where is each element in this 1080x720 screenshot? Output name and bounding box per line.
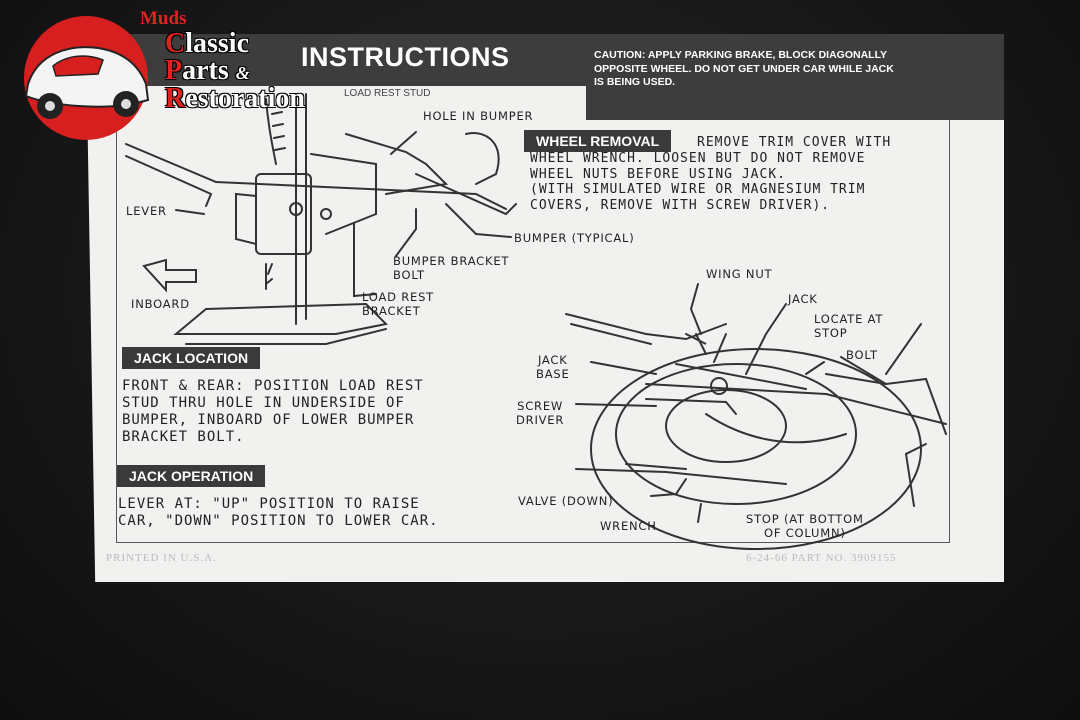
label-locate-at-stop: LOCATE AT STOP: [814, 312, 884, 340]
jack-illustrations: [125, 93, 947, 550]
wheel-removal-body: WHEEL WRENCH. LOOSEN BUT DO NOT REMOVE W…: [530, 151, 866, 213]
illustration-tab: [116, 86, 586, 120]
footer-printed-in-usa: PRINTED IN U.S.A.: [106, 552, 217, 564]
jacking-instructions-decal: INSTRUCTIONS CAUTION: APPLY PARKING BRAK…: [86, 34, 1004, 582]
logo-r: R: [165, 83, 186, 114]
label-bumper-typical: BUMPER (TYPICAL): [514, 231, 635, 245]
label-screw-driver: SCREW DRIVER: [516, 399, 565, 427]
label-bumper-bracket-bolt: BUMPER BRACKET BOLT: [393, 254, 510, 282]
logo-restoration-line: Restoration: [165, 83, 305, 115]
label-wing-nut: WING NUT: [706, 267, 773, 281]
logo-parts: arts: [182, 55, 229, 86]
decal-inner-border: [116, 120, 950, 543]
label-lever: LEVER: [126, 204, 167, 218]
wheel-removal-heading: WHEEL REMOVAL: [524, 130, 672, 152]
logo-c: C: [165, 28, 186, 59]
label-load-rest-bracket: LOAD REST BRACKET: [362, 290, 435, 318]
label-valve-down: VALVE (DOWN): [518, 494, 614, 508]
label-inboard: INBOARD: [131, 297, 190, 311]
load-rest-stud-label: LOAD REST STUD: [344, 88, 431, 99]
logo-parts-line: Parts &: [165, 55, 250, 87]
label-stop-bottom-of-column: STOP (AT BOTTOM OF COLUMN): [746, 512, 864, 540]
logo-muds-text: Muds: [140, 8, 187, 29]
logo-ampersand: &: [235, 63, 250, 83]
label-hole-in-bumper: HOLE IN BUMPER: [423, 109, 534, 123]
muds-classic-parts-logo: Muds Classic Parts & Restoration: [8, 6, 388, 140]
jack-location-heading: JACK LOCATION: [122, 347, 261, 369]
logo-p: P: [165, 55, 183, 86]
label-jack: JACK: [788, 292, 818, 306]
caution-text: CAUTION: APPLY PARKING BRAKE, BLOCK DIAG…: [594, 49, 894, 88]
wheel-removal-first-line: REMOVE TRIM COVER WITH: [697, 135, 892, 150]
label-wrench: WRENCH: [600, 519, 657, 533]
jack-location-body: FRONT & REAR: POSITION LOAD REST STUD TH…: [122, 378, 424, 445]
red-car-logo-icon: [24, 16, 150, 140]
logo-classic: lassic: [185, 28, 250, 59]
label-jack-base: JACK BASE: [536, 353, 570, 381]
logo-classic-line: Classic: [165, 28, 249, 60]
label-bolt: BOLT: [846, 348, 878, 362]
jack-operation-heading: JACK OPERATION: [117, 465, 266, 487]
decal-title: INSTRUCTIONS: [301, 42, 510, 72]
jack-operation-body: LEVER AT: "UP" POSITION TO RAISE CAR, "D…: [118, 496, 439, 529]
logo-restoration: estoration: [185, 83, 305, 114]
footer-part-number: 6-24-66 PART NO. 3909155: [746, 552, 897, 564]
